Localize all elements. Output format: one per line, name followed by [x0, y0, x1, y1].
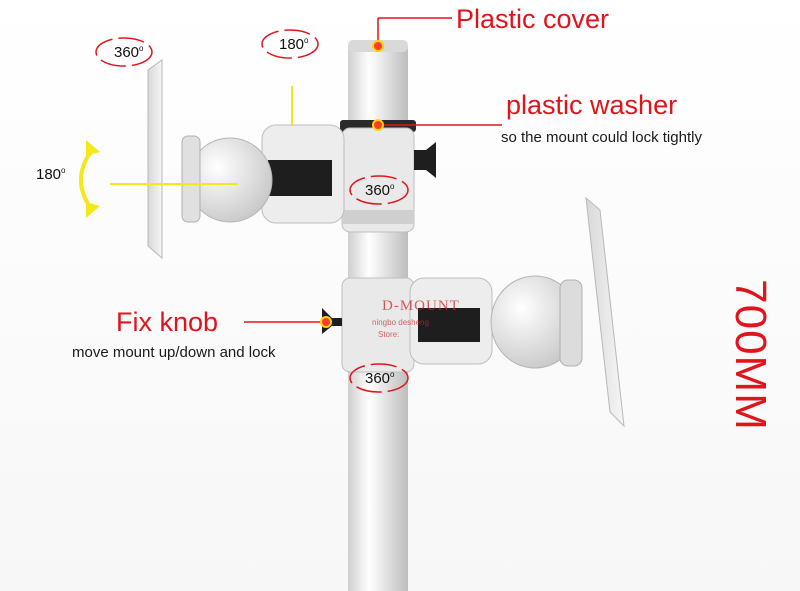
rotation-badge-plate-top: 360o [114, 44, 144, 61]
upper-arm-ball [187, 137, 273, 223]
rotation-badge-pole-upper: 360o [365, 182, 395, 199]
plastic-cover-label: Plastic cover [456, 4, 610, 34]
upper-clamp-band [342, 210, 414, 224]
lower-vesa-plate [585, 196, 625, 428]
red-dot-marker-icon [372, 119, 384, 131]
brand-line-2: Store: [378, 330, 400, 339]
red-dot-marker-icon [320, 316, 332, 328]
tilt-arrow-head-top [86, 140, 100, 156]
rotate-arrow-icon [349, 175, 409, 205]
height-label: 700MM [726, 279, 775, 431]
lower-arm-hinge [418, 308, 480, 342]
tilt-arrow-head-bottom [86, 202, 100, 218]
upper-arm-hinge [268, 160, 332, 196]
lower-plate-bracket [559, 279, 583, 367]
rotation-badge-arm-top: 180o [279, 36, 309, 53]
rotate-arrow-icon [261, 29, 319, 59]
upper-vesa-plate [147, 59, 163, 260]
plastic-washer-note: so the mount could lock tightly [501, 129, 702, 146]
rotate-arrow-icon [95, 37, 153, 67]
rotate-arrow-icon [349, 363, 409, 393]
brand-line-1: ningbo desheng [372, 318, 429, 327]
red-dot-marker-icon [372, 40, 384, 52]
rotation-badge-pole-lower: 360o [365, 370, 395, 387]
brand-watermark: D-MOUNT [382, 298, 460, 314]
tilt-arrow-icon [79, 148, 94, 212]
rotation-badge-plate-tilt: 180o [36, 166, 66, 183]
upper-knob [414, 142, 436, 178]
fix-knob-label: Fix knob [116, 307, 219, 337]
upper-plate-bracket [181, 135, 201, 223]
plastic-washer-label: plastic washer [506, 90, 678, 120]
fix-knob-note: move mount up/down and lock [72, 344, 276, 361]
